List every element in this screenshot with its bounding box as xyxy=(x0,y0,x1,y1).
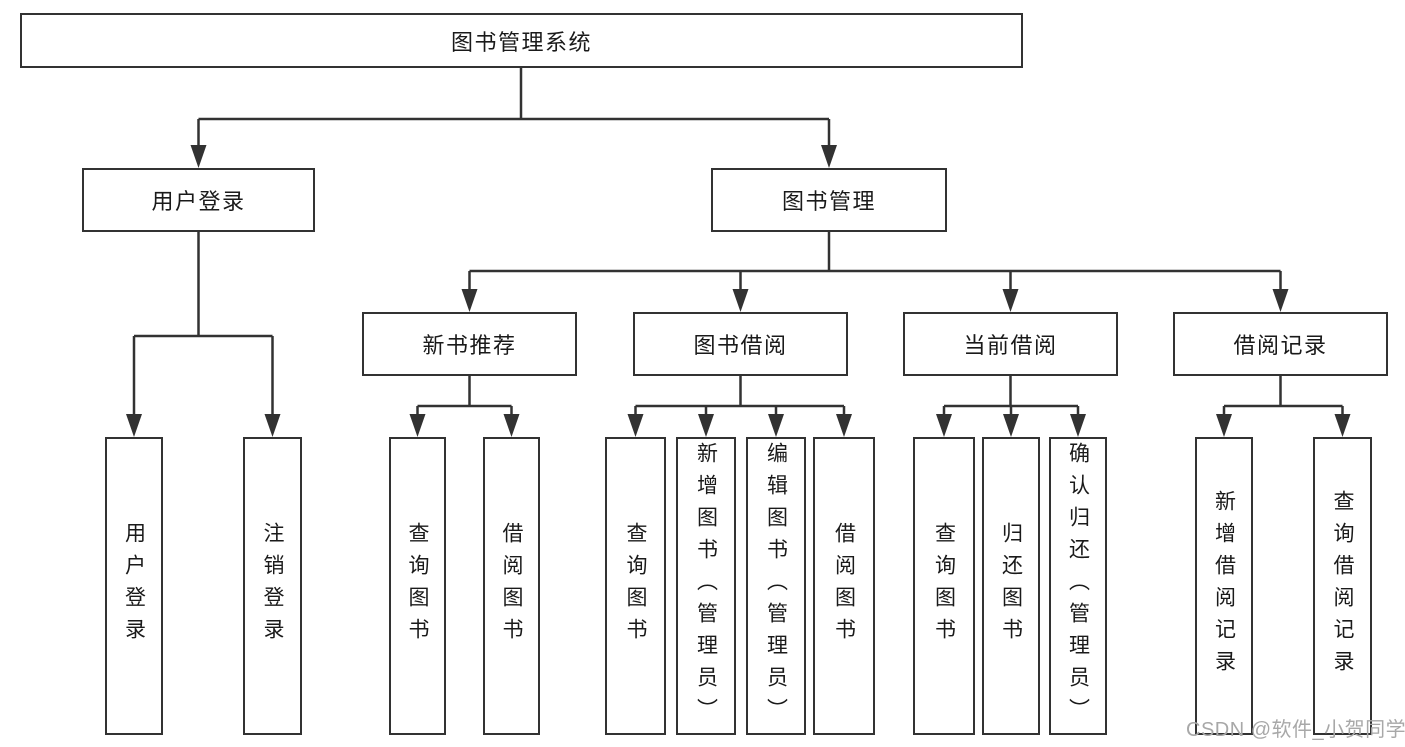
node-label: 借阅图书 xyxy=(832,522,856,650)
node-label: 图书管理系统 xyxy=(450,29,592,55)
node-label: 借阅记录 xyxy=(1233,333,1328,358)
node-borrow-books-1: 借阅图书 xyxy=(483,437,540,735)
node-user-login-leaf: 用户登录 xyxy=(105,437,163,735)
node-label: 新书推荐 xyxy=(422,333,517,358)
node-query-books-3: 查询图书 xyxy=(913,437,975,735)
node-edit-book-admin: 编辑图书（管理员） xyxy=(746,437,806,735)
node-label: 新增图书（管理员） xyxy=(694,442,718,730)
connector-newbooks-to-leaves xyxy=(416,376,513,415)
csdn-watermark: CSDN @软件_小贺同学 xyxy=(1186,719,1405,741)
node-query-borrow-record: 查询借阅记录 xyxy=(1313,437,1372,735)
node-label: 图书管理 xyxy=(781,189,876,214)
node-label: 用户登录 xyxy=(122,522,146,650)
node-logout: 注销登录 xyxy=(243,437,302,735)
node-library-management-system: 图书管理系统 xyxy=(20,13,1023,68)
node-label: 用户登录 xyxy=(151,189,246,214)
node-label: 编辑图书（管理员） xyxy=(764,442,788,730)
connector-userlogin-to-leaves xyxy=(132,232,274,414)
node-label: 确认归还（管理员） xyxy=(1066,442,1090,730)
connector-borrowrecords-to-leaves xyxy=(1222,376,1344,415)
node-current-borrow: 当前借阅 xyxy=(903,312,1118,376)
node-book-borrow: 图书借阅 xyxy=(633,312,848,376)
node-label: 新增借阅记录 xyxy=(1212,490,1236,682)
connector-currentborrow-to-leaves xyxy=(942,376,1080,415)
node-label: 查询借阅记录 xyxy=(1331,490,1354,682)
node-label: 查询图书 xyxy=(624,522,647,650)
node-label: 当前借阅 xyxy=(963,333,1058,358)
node-borrow-records: 借阅记录 xyxy=(1173,312,1388,376)
node-add-borrow-record: 新增借阅记录 xyxy=(1195,437,1253,735)
node-user-login: 用户登录 xyxy=(82,168,315,232)
node-label: 借阅图书 xyxy=(500,522,523,650)
connector-root-to-branches xyxy=(197,68,831,145)
node-label: 注销登录 xyxy=(261,522,284,650)
node-query-books-2: 查询图书 xyxy=(605,437,666,735)
node-book-management: 图书管理 xyxy=(711,168,947,232)
connector-bookmgmt-to-modules xyxy=(468,232,1282,289)
node-label: 查询图书 xyxy=(932,522,956,650)
node-confirm-return-admin: 确认归还（管理员） xyxy=(1049,437,1107,735)
node-add-book-admin: 新增图书（管理员） xyxy=(676,437,736,735)
node-new-book-recommend: 新书推荐 xyxy=(362,312,577,376)
node-query-books-1: 查询图书 xyxy=(389,437,446,735)
node-return-book: 归还图书 xyxy=(982,437,1040,735)
node-label: 图书借阅 xyxy=(693,333,788,358)
node-label: 归还图书 xyxy=(999,522,1023,650)
node-label: 查询图书 xyxy=(406,522,429,650)
node-borrow-books-2: 借阅图书 xyxy=(813,437,875,735)
connector-bookborrow-to-leaves xyxy=(634,376,846,415)
